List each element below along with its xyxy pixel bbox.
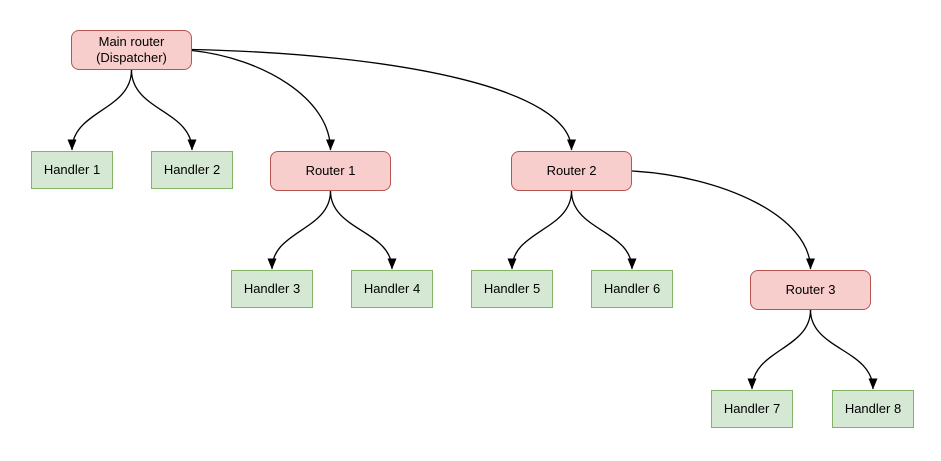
edge-main-router-to-handler-2 [130, 69, 197, 151]
node-handler-2: Handler 2 [151, 151, 233, 189]
node-label: Handler 6 [603, 281, 661, 296]
edge-main-router-to-router-2 [191, 48, 576, 151]
node-label: Handler 5 [483, 281, 541, 296]
node-handler-4: Handler 4 [351, 270, 433, 308]
edge-router-2-to-router-3 [631, 170, 815, 270]
edge-main-router-to-handler-1 [67, 69, 133, 151]
node-router-3: Router 3 [750, 270, 871, 310]
edge-router-1-to-handler-4 [329, 190, 397, 270]
node-main-router: Main router (Dispatcher) [71, 30, 192, 70]
node-handler-3: Handler 3 [231, 270, 313, 308]
node-handler-8: Handler 8 [832, 390, 914, 428]
node-router-1: Router 1 [270, 151, 391, 191]
edge-router-2-to-handler-5 [507, 190, 573, 270]
node-handler-1: Handler 1 [31, 151, 113, 189]
node-label: Router 3 [785, 282, 836, 297]
node-label: Main router (Dispatcher) [96, 34, 167, 65]
edge-router-3-to-handler-8 [809, 309, 878, 390]
node-label: Handler 4 [363, 281, 421, 296]
edge-router-3-to-handler-7 [747, 309, 812, 390]
node-label: Handler 2 [163, 162, 221, 177]
node-label: Handler 7 [723, 401, 781, 416]
node-router-2: Router 2 [511, 151, 632, 191]
node-handler-6: Handler 6 [591, 270, 673, 308]
node-label: Router 2 [546, 163, 597, 178]
node-handler-5: Handler 5 [471, 270, 553, 308]
node-label: Handler 1 [43, 162, 101, 177]
edge-router-2-to-handler-6 [570, 190, 637, 270]
edge-router-1-to-handler-3 [267, 190, 332, 270]
node-label: Handler 8 [844, 401, 902, 416]
node-label: Handler 3 [243, 281, 301, 296]
node-handler-7: Handler 7 [711, 390, 793, 428]
edge-main-router-to-router-1 [191, 49, 335, 151]
node-label: Router 1 [305, 163, 356, 178]
